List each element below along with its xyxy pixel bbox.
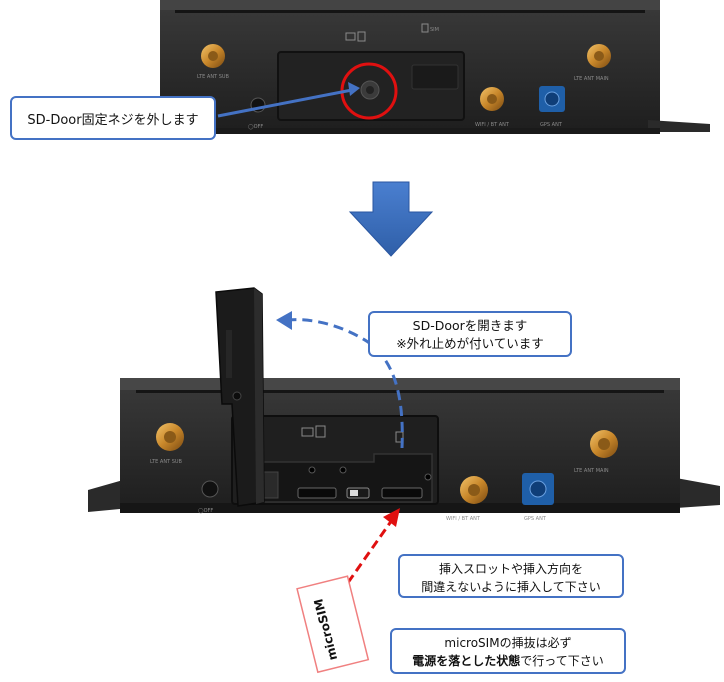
bottom-lte-sub-label: LTE ANT SUB	[150, 459, 183, 465]
callout-power-line2: 電源を落とした状態で行って下さい	[392, 652, 624, 670]
sim-slot	[381, 487, 423, 499]
callout-insert-direction: 挿入スロットや挿入方向を 間違えないように挿入して下さい	[398, 554, 624, 598]
top-wifi-label: WIFI / BT ANT	[475, 122, 510, 128]
callout-power-line2-bold: 電源を落とした状態	[412, 654, 521, 668]
callout-open-door-line2: ※外れ止めが付いています	[396, 336, 544, 351]
callout-remove-screw: SD-Door固定ネジを外します	[10, 96, 216, 140]
callout-power-off: microSIMの挿抜は必ず 電源を落とした状態で行って下さい	[390, 628, 626, 674]
top-off-label: ◯OFF	[248, 124, 263, 130]
callout-power-line2-rest: で行って下さい	[520, 654, 604, 668]
callout-arrow-screw	[217, 88, 353, 118]
power-button-bottom	[201, 480, 219, 498]
top-gps-label: GPS ANT	[540, 122, 563, 128]
top-sim-label: SIM	[430, 27, 439, 33]
bottom-device: LTE ANT SUB LTE ANT MAIN WIFI / BT ANT G…	[88, 378, 720, 522]
bottom-wifi-label: WIFI / BT ANT	[446, 516, 481, 522]
down-arrow-icon	[348, 181, 434, 257]
bottom-off-label: ◯OFF	[198, 508, 213, 514]
bottom-lte-main-label: LTE ANT MAIN	[574, 468, 609, 474]
sd-door-open	[215, 287, 265, 507]
microsim-card: microSIM	[296, 575, 370, 674]
callout-power-line1: microSIMの挿抜は必ず	[444, 636, 572, 650]
callout-open-door: SD-Doorを開きます ※外れ止めが付いています	[368, 311, 572, 357]
callout-insert-line2: 間違えないように挿入して下さい	[421, 580, 601, 594]
callout-insert-line1: 挿入スロットや挿入方向を	[438, 562, 583, 576]
callout-remove-screw-text: SD-Door固定ネジを外します	[27, 113, 199, 128]
callout-open-door-line1: SD-Doorを開きます	[412, 318, 528, 333]
top-device: LTE ANT SUB LTE ANT MAIN WIFI / BT ANT G…	[160, 0, 710, 134]
bottom-gps-label: GPS ANT	[524, 516, 547, 522]
top-lte-sub-label: LTE ANT SUB	[197, 74, 230, 80]
top-lte-main-label: LTE ANT MAIN	[574, 76, 609, 82]
sd-slot	[297, 487, 337, 499]
